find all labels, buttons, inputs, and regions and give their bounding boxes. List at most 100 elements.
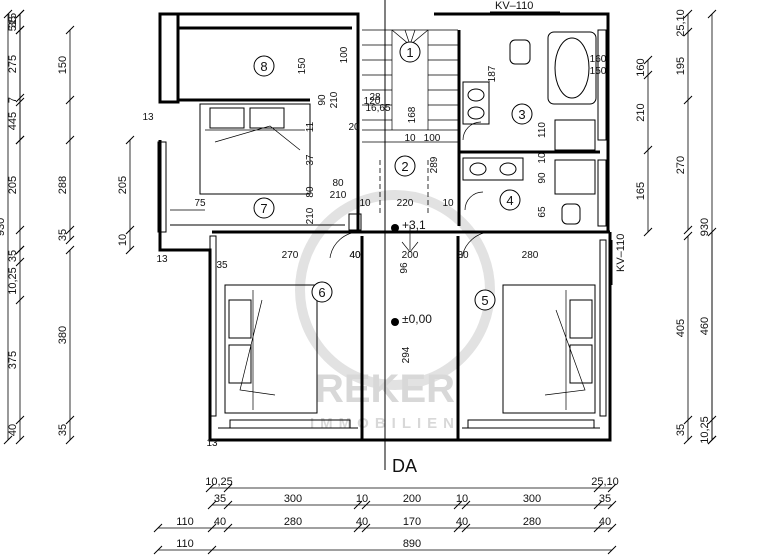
section-markers: KV–110 KV–110 DA: [384, 0, 627, 476]
dimension-value: 210: [329, 91, 340, 108]
dimension-tick: [683, 225, 693, 235]
dimension-value: 300: [523, 493, 541, 505]
dimension-value: 515: [7, 13, 19, 31]
dimension-value: 13: [142, 112, 154, 123]
dimension-value: 170: [403, 516, 421, 528]
dimension-tick: [15, 225, 25, 235]
dimension-tick: [453, 500, 463, 510]
dimension-tick: [683, 27, 693, 37]
dimension-value: 210: [330, 190, 347, 201]
dimension-tick: [125, 245, 135, 255]
dimension-tick: [65, 225, 75, 235]
dimension-value: 90: [317, 94, 328, 106]
dimension-tick: [683, 415, 693, 425]
dimension-tick: [15, 415, 25, 425]
dimension-value: 890: [403, 538, 421, 550]
dimension-value: 930: [699, 218, 711, 236]
section-label-top: KV–110: [495, 0, 533, 12]
dimension-value: 275: [7, 55, 19, 73]
dimension-value: 30: [457, 250, 469, 261]
dimension-tick: [643, 145, 653, 155]
dimension-tick: [361, 500, 371, 510]
room-number: 3: [518, 107, 525, 122]
dimension-value: 150: [590, 66, 607, 77]
level-marker: [391, 224, 399, 232]
dimension-tick: [223, 500, 233, 510]
dimension-value: 110: [537, 122, 548, 138]
dimension-value: 35: [675, 424, 687, 436]
dimension-tick: [461, 523, 471, 533]
dimension-value: 165: [635, 182, 647, 200]
dimension-value: 80: [305, 186, 316, 198]
dimension-tick: [15, 257, 25, 267]
dimension-value: 460: [699, 317, 711, 335]
dimension-value: 37: [305, 154, 316, 166]
dimension-tick: [3, 9, 13, 19]
dimension-tick: [125, 225, 135, 235]
dimension-value: 40: [349, 250, 361, 261]
dimension-tick: [207, 500, 217, 510]
dimension-value: 10: [356, 493, 368, 505]
chimney: [348, 213, 362, 231]
dimension-value: 35: [57, 229, 69, 241]
dimension-value: 210: [635, 103, 647, 121]
room-number: 7: [260, 201, 267, 216]
dimension-value: 96: [399, 262, 410, 274]
dimension-value: 187: [487, 65, 498, 82]
dimension-tick: [707, 227, 717, 237]
dimension-tick: [15, 435, 25, 445]
dimension-tick: [65, 95, 75, 105]
dimension-tick: [15, 245, 25, 255]
dimension-value: 40: [599, 516, 611, 528]
dimension-value: 150: [57, 56, 69, 74]
dimension-value: 40: [214, 516, 226, 528]
dimension-value: 195: [675, 57, 687, 75]
dimension-value: 445: [7, 112, 19, 130]
room-labels: 1 2 3 4 5 6 7 8: [253, 41, 533, 311]
dimension-tick: [207, 545, 217, 555]
dimension-tick: [361, 523, 371, 533]
dimension-value: 375: [7, 351, 19, 369]
dimension-value: 10: [442, 198, 454, 209]
cut-label: DA: [392, 456, 417, 476]
section-label-right: KV–110: [615, 234, 627, 272]
dimension-tick: [643, 227, 653, 237]
dimension-value: 65: [537, 206, 548, 218]
dimension-value: 20: [348, 122, 360, 133]
dimension-tick: [153, 545, 163, 555]
dimension-tick: [3, 435, 13, 445]
dimension-tick: [707, 435, 717, 445]
landing-level: +3,1: [402, 218, 426, 232]
dimension-tick: [65, 135, 75, 145]
dimension-tick: [607, 483, 617, 493]
dimension-tick: [593, 500, 603, 510]
dimension-value: 10,25: [699, 416, 711, 444]
dimension-tick: [453, 523, 463, 533]
dimension-value: 289: [429, 156, 440, 173]
dimension-value: 280: [522, 250, 539, 261]
dimension-value: 220: [397, 198, 414, 209]
dimension-value: 40: [456, 516, 468, 528]
dimension-value: 35: [599, 493, 611, 505]
dimension-value: 10: [117, 234, 129, 246]
dimension-value: 35: [216, 260, 228, 271]
dimension-tick: [125, 135, 135, 145]
dimension-value: 13: [156, 254, 168, 265]
dimension-tick: [15, 9, 25, 19]
dimension-value: 25,10: [675, 9, 687, 37]
dimension-value: 120: [364, 96, 381, 107]
room-number: 5: [481, 293, 488, 308]
dimension-value: 270: [675, 156, 687, 174]
dimension-value: 75: [194, 198, 206, 209]
dimension-tick: [353, 523, 363, 533]
dimension-tick: [65, 235, 75, 245]
dimension-value: 200: [403, 493, 421, 505]
dimension-value: 288: [57, 176, 69, 194]
dimension-value: 405: [675, 319, 687, 337]
dimension-tick: [683, 231, 693, 241]
dimension-tick: [643, 70, 653, 80]
dimension-value: 100: [339, 46, 350, 63]
